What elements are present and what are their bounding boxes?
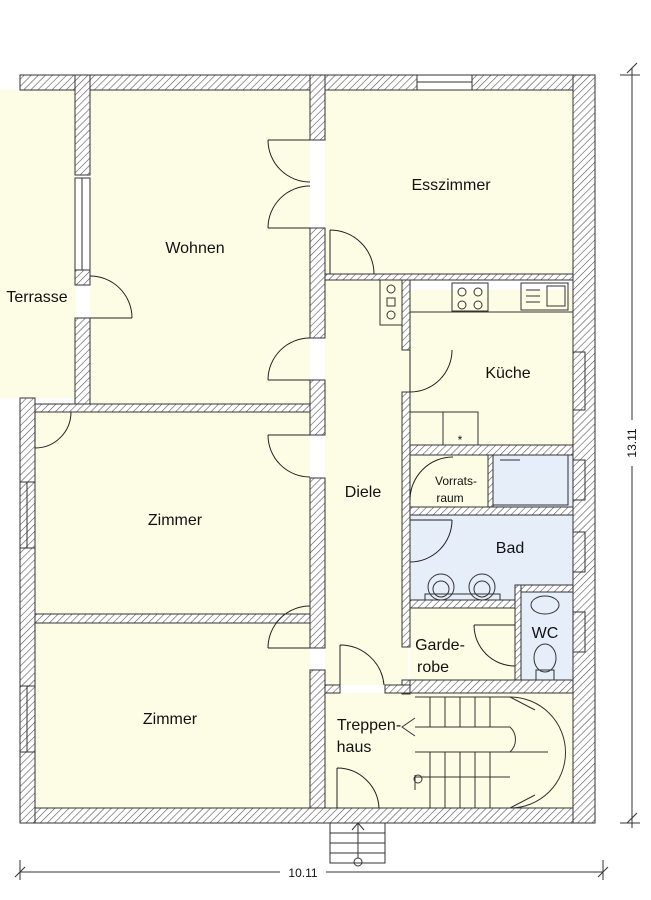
dimension-lines: [14, 62, 640, 880]
walls: [19, 74, 596, 824]
wc-sink-icon: [530, 595, 560, 615]
floor-areas: [0, 90, 573, 808]
staircase: [401, 696, 566, 809]
diele-floor: [325, 280, 408, 685]
zimmer1-floor: [33, 412, 310, 614]
cooktop-icon: [451, 282, 489, 312]
zimmer2-floor: [33, 623, 310, 808]
wohnen-floor: [90, 90, 310, 404]
toilet-icon: [533, 643, 557, 673]
treppen-floor: [325, 693, 573, 808]
diele-appliance-icon: [379, 279, 403, 326]
shower-icon: [492, 454, 569, 506]
terrasse-floor: [0, 90, 75, 398]
entrance-steps: [329, 822, 386, 867]
label-treppen-2: haus: [337, 739, 372, 756]
label-vorrats-1: Vorrats-: [435, 474, 477, 488]
label-garde-1: Garde-: [415, 637, 465, 654]
label-treppen-1: Treppen-: [337, 717, 401, 734]
label-kueche: Küche: [485, 365, 530, 382]
label-diele: Diele: [345, 484, 382, 501]
label-zimmer-2: Zimmer: [143, 711, 198, 728]
height-dimension: 13.11: [625, 428, 639, 457]
label-wc: WC: [532, 625, 559, 642]
windows: [19, 74, 586, 753]
shower-floor: [493, 455, 573, 507]
label-zimmer-1: Zimmer: [148, 512, 203, 529]
label-wohnen: Wohnen: [165, 240, 224, 257]
width-dimension: 10.11: [288, 866, 317, 880]
room-labels: Terrasse Wohnen Esszimmer Küche Zimmer Z…: [6, 177, 558, 756]
wc-floor: [520, 592, 573, 680]
doors: [34, 139, 516, 809]
garde-floor: [410, 608, 515, 680]
label-vorrats-2: raum: [436, 491, 463, 505]
vorrat-floor: [410, 455, 488, 507]
label-esszimmer: Esszimmer: [411, 177, 491, 194]
esszimmer-floor: [325, 90, 573, 274]
kitchen-fixtures: [379, 279, 574, 446]
label-terrasse: Terrasse: [6, 289, 67, 306]
label-bad: Bad: [496, 540, 524, 557]
label-garde-2: robe: [417, 659, 449, 676]
asterisk-mark: *: [458, 433, 463, 447]
kueche-floor: [408, 290, 573, 445]
bath-fixtures: [424, 454, 569, 681]
sink-icon: [520, 282, 569, 311]
